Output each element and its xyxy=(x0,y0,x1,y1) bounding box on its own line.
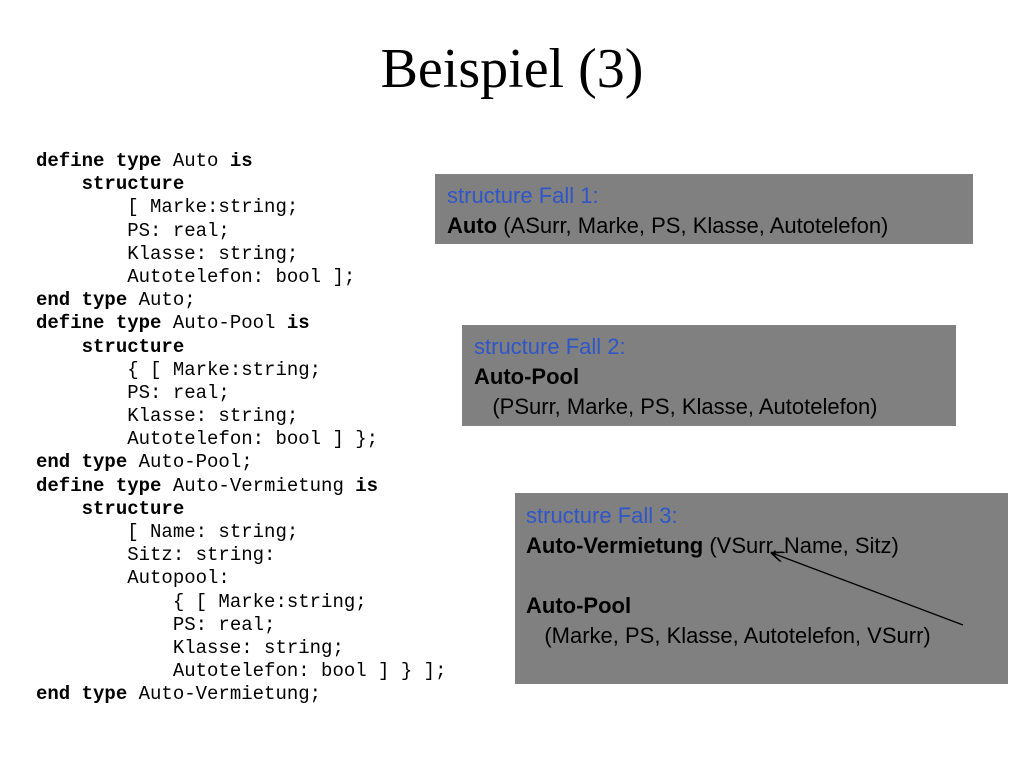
code-text: Auto; xyxy=(127,289,196,312)
code-line: { [ Marke:string; xyxy=(36,591,446,614)
structure-case-1-box: structure Fall 1:Auto (ASurr, Marke, PS,… xyxy=(435,174,973,244)
box-line: Auto (ASurr, Marke, PS, Klasse, Autotele… xyxy=(447,211,973,241)
case-heading: : xyxy=(592,183,599,208)
code-text: Auto-Vermietung; xyxy=(127,683,322,706)
code-line: Klasse: string; xyxy=(36,405,446,428)
code-text: Auto-Vermietung xyxy=(161,474,356,497)
code-line: { [ Marke:string; xyxy=(36,359,446,382)
code-keyword: structure xyxy=(81,173,185,196)
code-text: [ Marke:string; xyxy=(36,196,299,219)
case-heading: structure Fall 3 xyxy=(526,503,672,528)
code-line: Klasse: string; xyxy=(36,243,446,266)
code-line: define type Auto is xyxy=(36,150,446,173)
box-line: Auto-Pool xyxy=(526,591,1008,621)
case-heading: : xyxy=(671,503,678,528)
code-text: Autotelefon: bool ]; xyxy=(36,265,356,288)
box-line: Auto-Pool xyxy=(474,362,956,392)
code-keyword: is xyxy=(229,150,253,172)
code-line: PS: real; xyxy=(36,614,446,637)
code-text: Autopool: xyxy=(36,567,230,590)
code-keyword: define type xyxy=(36,150,162,172)
code-text xyxy=(36,173,82,195)
code-line: define type Auto-Pool is xyxy=(36,312,446,335)
code-text: PS: real; xyxy=(36,381,230,404)
code-keyword: structure xyxy=(81,497,185,520)
code-line: Autotelefon: bool ] }; xyxy=(36,428,446,451)
code-text: Autotelefon: bool ] }; xyxy=(36,428,379,451)
box-line: Auto-Vermietung (VSurr, Name, Sitz) xyxy=(526,531,1008,561)
code-keyword: is xyxy=(286,312,310,335)
code-line: end type Auto-Vermietung; xyxy=(36,683,446,706)
case-heading: : xyxy=(619,334,626,359)
slide-title: Beispiel (3) xyxy=(380,38,644,100)
code-line: define type Auto-Vermietung is xyxy=(36,475,446,498)
relation-attributes: (VSurr, Name, Sitz) xyxy=(703,533,899,558)
relation-name: Auto-Pool xyxy=(474,364,580,389)
case-heading: structure Fall 1 xyxy=(447,183,593,208)
code-line: Sitz: string: xyxy=(36,544,446,567)
box-line: (Marke, PS, Klasse, Autotelefon, VSurr) xyxy=(526,621,1008,651)
code-text: { [ Marke:string; xyxy=(36,590,367,613)
code-keyword: end type xyxy=(36,289,128,312)
relation-attributes: (ASurr, Marke, PS, Klasse, Autotelefon) xyxy=(497,213,889,238)
box-line: structure Fall 3: xyxy=(526,501,1008,531)
code-line: PS: real; xyxy=(36,220,446,243)
code-line: end type Auto-Pool; xyxy=(36,451,446,474)
code-text: Klasse: string; xyxy=(36,636,344,659)
code-keyword: end type xyxy=(36,683,128,706)
code-line: Autotelefon: bool ]; xyxy=(36,266,446,289)
type-definition-code: define type Auto is structure [ Marke:st… xyxy=(36,150,446,707)
code-text: Klasse: string; xyxy=(36,405,299,428)
code-line: structure xyxy=(36,498,446,521)
code-text: Auto xyxy=(161,150,230,172)
relation-name: Auto-Vermietung xyxy=(526,533,704,558)
code-line: PS: real; xyxy=(36,382,446,405)
code-line: structure xyxy=(36,173,446,196)
code-text xyxy=(36,336,82,358)
box-line: (PSurr, Marke, PS, Klasse, Autotelefon) xyxy=(474,392,956,422)
code-line: Autopool: xyxy=(36,567,446,590)
code-text: Autotelefon: bool ] } ]; xyxy=(36,660,447,683)
structure-case-3-box: structure Fall 3:Auto-Vermietung (VSurr,… xyxy=(515,493,1008,684)
code-text: { [ Marke:string; xyxy=(36,358,322,381)
code-line: [ Marke:string; xyxy=(36,196,446,219)
code-text xyxy=(36,498,82,520)
box-line xyxy=(526,561,1008,591)
relation-name: Auto xyxy=(447,213,498,238)
code-line: Klasse: string; xyxy=(36,637,446,660)
relation-attributes: (PSurr, Marke, PS, Klasse, Autotelefon) xyxy=(474,394,878,419)
code-line: structure xyxy=(36,336,446,359)
relation-name: Auto-Pool xyxy=(526,593,632,618)
box-line: structure Fall 1: xyxy=(447,181,973,211)
code-keyword: is xyxy=(355,474,379,497)
code-text: Auto-Pool; xyxy=(127,451,253,474)
code-keyword: structure xyxy=(81,335,185,358)
code-line: [ Name: string; xyxy=(36,521,446,544)
code-line: end type Auto; xyxy=(36,289,446,312)
code-text: PS: real; xyxy=(36,613,276,636)
relation-attributes: (Marke, PS, Klasse, Autotelefon, VSurr) xyxy=(526,623,931,648)
code-keyword: define type xyxy=(36,474,162,497)
code-text: Auto-Pool xyxy=(161,312,287,335)
code-keyword: define type xyxy=(36,312,162,335)
code-keyword: end type xyxy=(36,451,128,474)
structure-case-2-box: structure Fall 2:Auto-Pool (PSurr, Marke… xyxy=(462,325,956,426)
box-line: structure Fall 2: xyxy=(474,332,956,362)
code-text: Klasse: string; xyxy=(36,242,299,265)
code-line: Autotelefon: bool ] } ]; xyxy=(36,660,447,683)
code-text: [ Name: string; xyxy=(36,521,299,543)
code-text: PS: real; xyxy=(36,219,230,242)
code-text: Sitz: string: xyxy=(36,544,276,567)
case-heading: structure Fall 2 xyxy=(474,334,620,359)
